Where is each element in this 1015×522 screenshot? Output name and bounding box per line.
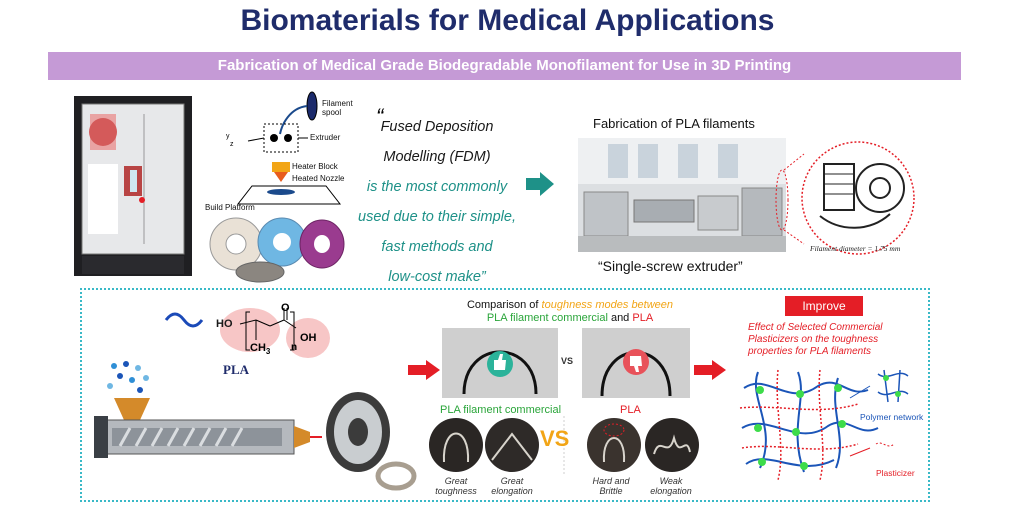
svg-text:z: z: [230, 141, 234, 148]
comparison-and: and: [607, 312, 633, 324]
comparison-heading: Comparison of toughness modes between PL…: [440, 299, 700, 325]
comparison-highlight: toughness modes between: [541, 299, 674, 311]
comparison-pla: PLA: [632, 312, 654, 324]
fdm-schematic: y z: [226, 91, 342, 205]
vs-large: VS: [540, 426, 570, 451]
label-plasticizer: Plasticizer: [876, 468, 915, 478]
label-build-platform: Build Platform: [205, 203, 255, 212]
subtitle-text: Fabrication of Medical Grade Biodegradab…: [217, 57, 792, 74]
extruder-diagram: [94, 361, 322, 458]
polymer-network-diagram: [739, 369, 909, 481]
filament-zoom: [775, 141, 915, 255]
chem-n: n: [291, 342, 298, 353]
right-arrow-icon: [526, 172, 554, 196]
quote-mark: “: [376, 104, 384, 129]
red-arrow-icon-2: [694, 360, 726, 380]
bend-test-photos: [429, 416, 699, 474]
vs-small: VS: [561, 356, 574, 366]
page-title: Biomaterials for Medical Applications: [240, 4, 775, 37]
comparison-prefix: Comparison of: [466, 299, 542, 311]
label-filament-spool: Filament spool: [322, 99, 353, 117]
thumbs-down-panel: [582, 328, 690, 398]
caption-weak-elongation: Weak elongation: [650, 476, 692, 496]
chem-oh: OH: [300, 332, 317, 344]
chem-ch: CH: [250, 342, 266, 354]
thumbs-up-panel: [442, 328, 558, 398]
commercial-title: PLA filament commercial: [440, 404, 562, 416]
quote-line-1: Fused Deposition: [380, 119, 494, 135]
extruder-caption: “Single-screw extruder”: [598, 258, 743, 274]
caption-hard-brittle: Hard and Brittle: [592, 476, 630, 496]
label-extruder: Extruder: [310, 133, 341, 142]
improve-badge: Improve: [785, 296, 863, 316]
chem-o: O: [281, 302, 290, 314]
improve-description: Effect of Selected Commercial Plasticize…: [748, 322, 883, 357]
pla-label: PLA: [223, 362, 249, 377]
chem-ho: HO: [216, 318, 233, 330]
label-heater-block: Heater Block: [292, 162, 338, 171]
quote-line-4: used due to their simple,: [358, 209, 516, 225]
red-arrow-icon-1: [408, 360, 440, 380]
quote-line-3: is the most commonly: [366, 179, 508, 195]
pla-title: PLA: [620, 404, 641, 416]
quote-line-6: low-cost make”: [388, 269, 486, 285]
filament-spools-image: [209, 217, 345, 283]
svg-text:y: y: [226, 133, 230, 140]
printer-image: [74, 96, 192, 276]
wave-icon: [164, 312, 204, 328]
process-panel: [80, 288, 930, 502]
caption-great-elongation: Great elongation: [491, 476, 533, 496]
comparison-commercial: PLA filament commercial: [486, 312, 608, 324]
extruder-photo: [578, 138, 786, 252]
label-heated-nozzle: Heated Nozzle: [292, 174, 345, 183]
quote-line-5: fast methods and: [381, 239, 493, 255]
subtitle-banner: Fabrication of Medical Grade Biodegradab…: [48, 52, 961, 80]
quote-line-2: Modelling (FDM): [383, 149, 491, 165]
label-polymer-network: Polymer network: [860, 412, 924, 422]
pla-molecule: [220, 308, 330, 358]
clear-spool-image: [326, 392, 417, 491]
caption-great-toughness: Great toughness: [435, 476, 477, 496]
chem-ch3: CH3: [250, 342, 270, 356]
filament-diameter: Filament diameter = 1.75 mm: [810, 244, 901, 253]
fdm-quote: Fused Deposition Modelling (FDM) is the …: [352, 112, 522, 292]
fabrication-title: Fabrication of PLA filaments: [593, 116, 755, 131]
chem-sub3: 3: [265, 347, 271, 357]
